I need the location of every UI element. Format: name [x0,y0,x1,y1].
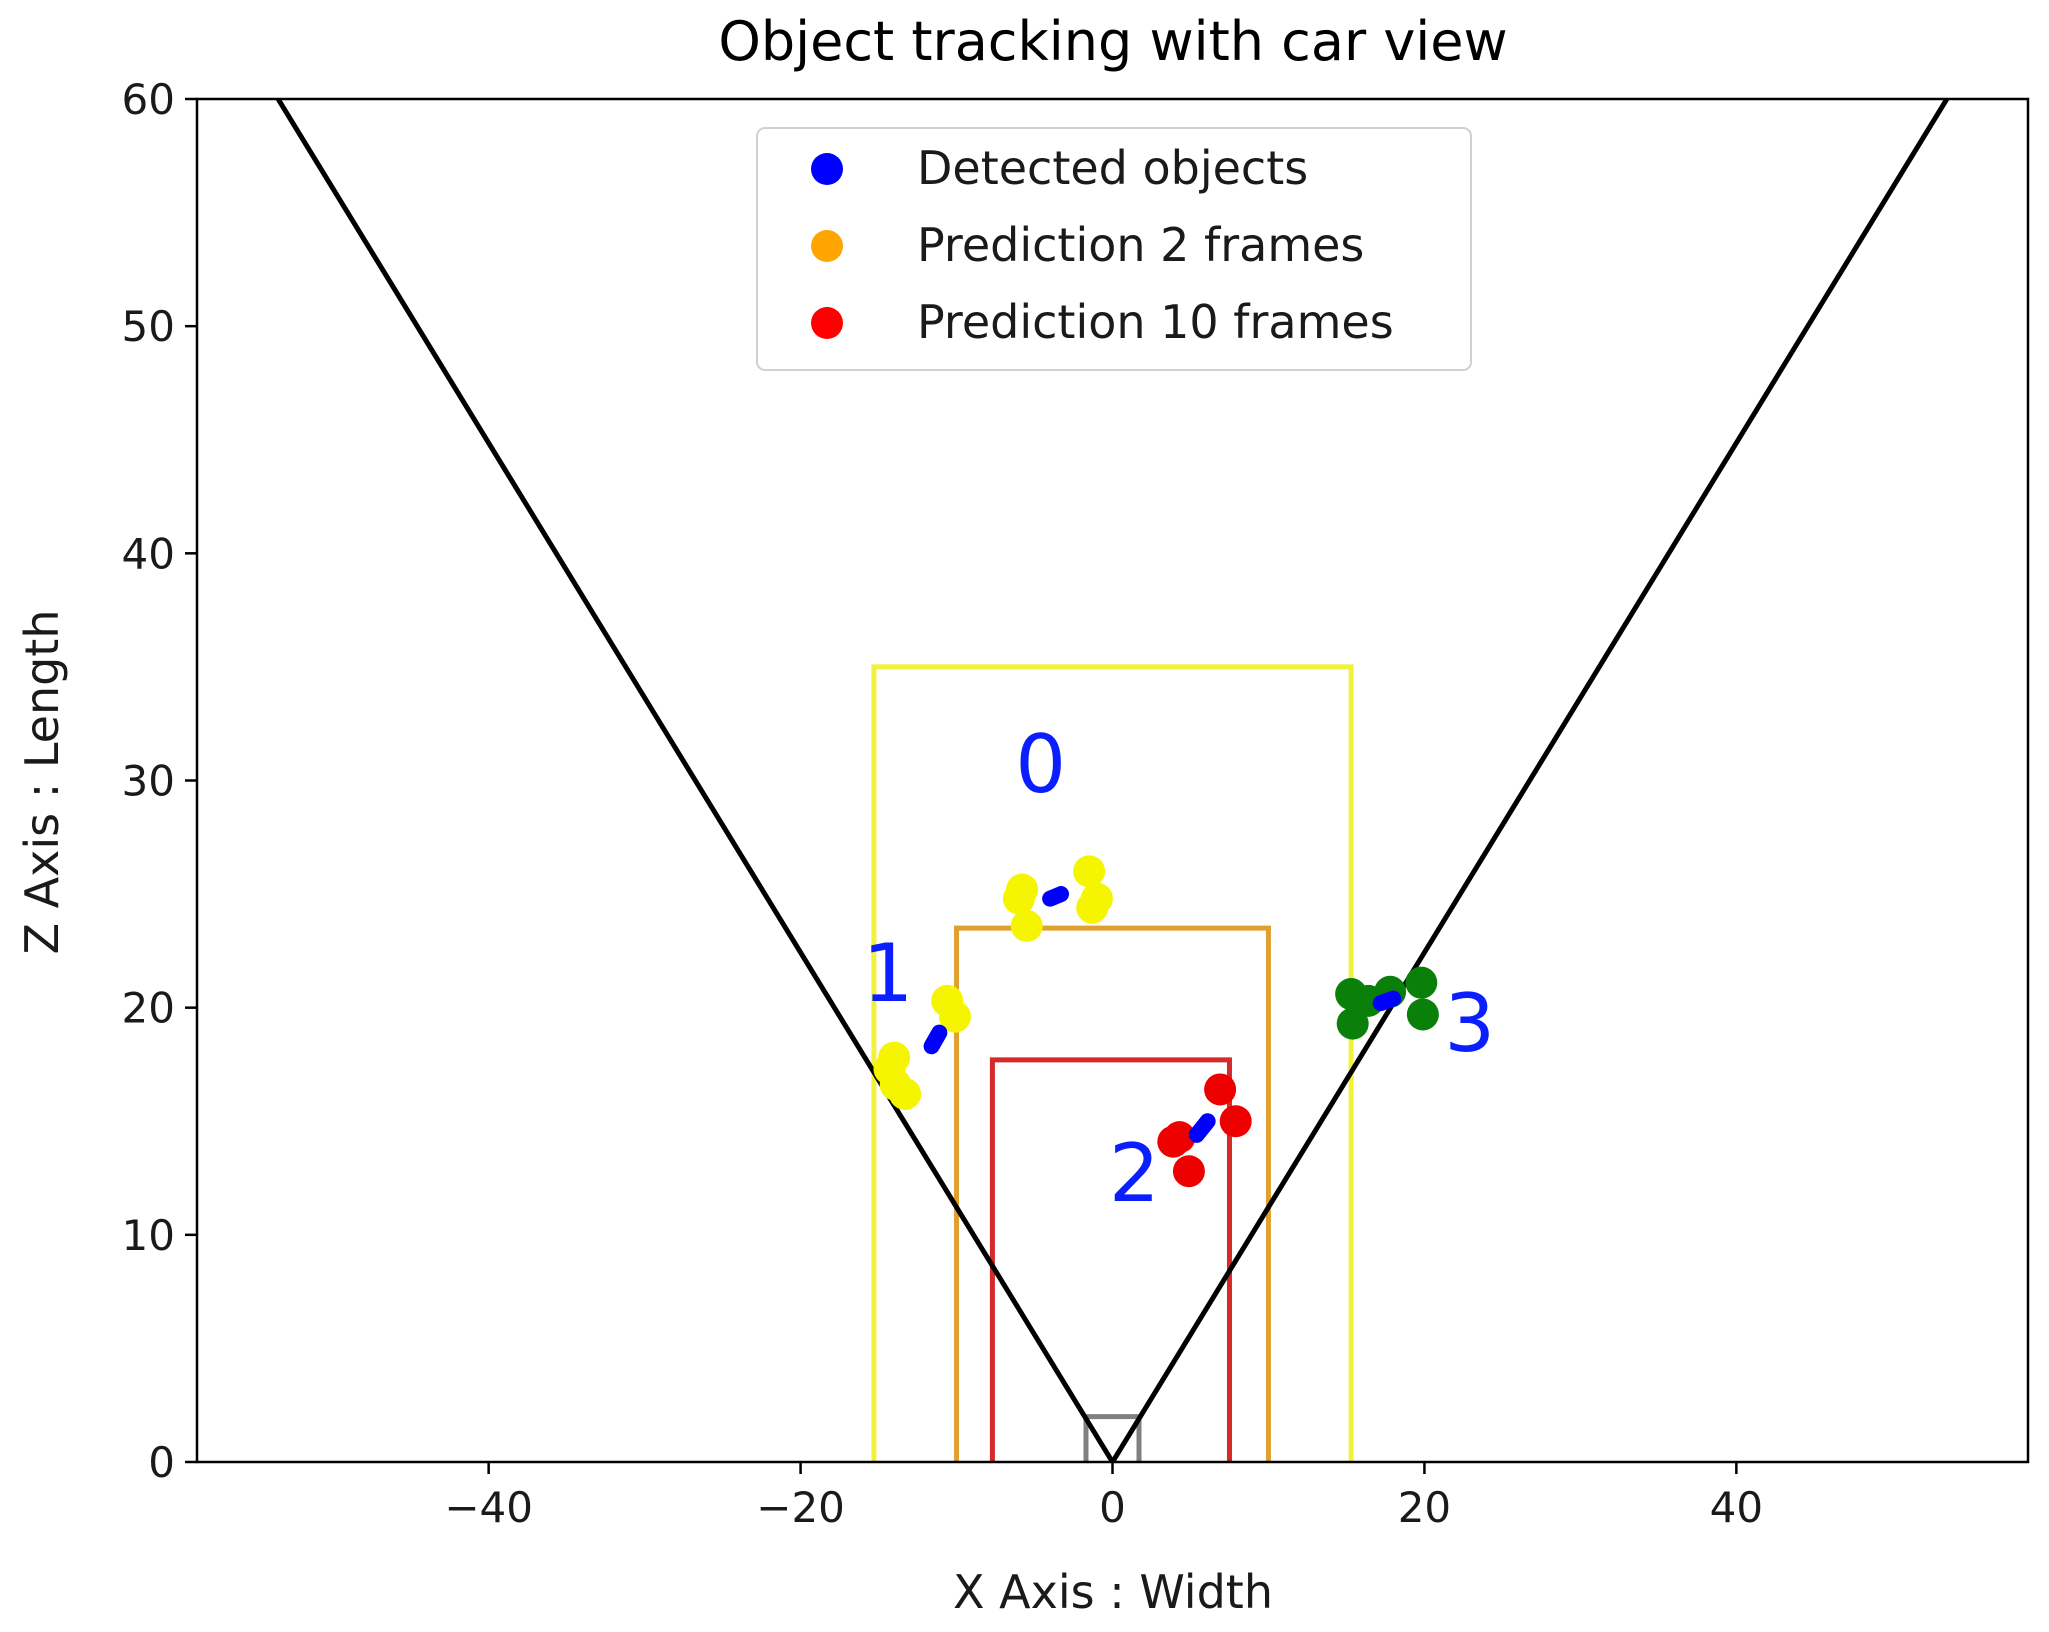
object-2-point-4 [1163,1121,1196,1154]
object-1-point-5 [878,1041,911,1074]
x-tick-label-1: −20 [756,1483,845,1532]
legend-marker-1 [811,230,843,262]
zone-0 [871,664,1354,1462]
y-tick-label-6: 60 [122,75,175,124]
points-layer [873,855,1439,1188]
y-tick-label-2: 20 [122,984,175,1033]
y-tick-label-1: 10 [122,1211,175,1260]
zone-2 [989,1057,1232,1462]
legend-label-2: Prediction 10 frames [917,295,1394,349]
object-2 [1157,1073,1252,1188]
y-axis-label: Z Axis : Length [15,610,69,955]
object-2-detected [1188,1113,1216,1143]
object-label-0: 0 [1015,718,1066,811]
y-tick-label-5: 50 [122,302,175,351]
x-axis-label: X Axis : Width [953,1565,1273,1619]
object-1-detected [923,1024,948,1055]
object-1-point-4 [938,1000,971,1033]
x-ticks: −40 −20 0 20 40 [444,1462,1763,1532]
object-0-point-5 [1076,891,1109,924]
object-label-3: 3 [1444,977,1495,1070]
y-tick-label-4: 40 [122,529,175,578]
y-tick-label-3: 30 [122,757,175,806]
legend-label-1: Prediction 2 frames [917,218,1364,272]
object-0-point-2 [1073,855,1106,888]
object-label-2: 2 [1109,1127,1160,1220]
object-0 [1002,855,1113,942]
x-tick-label-2: 0 [1099,1483,1126,1532]
object-0-point-1 [1010,909,1043,942]
object-2-point-1 [1172,1155,1205,1188]
object-3 [1335,966,1439,1040]
object-2-point-2 [1204,1073,1237,1106]
object-3-point-3 [1405,966,1438,999]
object-1-point-2 [889,1077,922,1110]
object-0-point-4 [1006,873,1039,906]
chart-title: Object tracking with car view [718,10,1507,73]
view-cone-layer [275,99,1950,1462]
legend-label-0: Detected objects [917,141,1308,195]
view-cone-line [275,99,1950,1462]
object-label-1: 1 [862,927,913,1020]
zone-1 [954,925,1271,1462]
y-tick-label-0: 0 [148,1438,175,1487]
legend-marker-0 [811,153,843,185]
object-3-point-4 [1406,998,1439,1031]
legend-marker-2 [811,307,843,339]
zone-3 [1083,1414,1142,1462]
zones-layer [871,664,1354,1462]
object-3-detected [1372,990,1402,1012]
x-tick-label-4: 40 [1710,1483,1763,1532]
x-tick-label-3: 20 [1398,1483,1451,1532]
legend-box [756,127,1472,371]
x-tick-label-0: −40 [444,1483,533,1532]
object-3-point-1 [1336,1007,1369,1040]
object-labels-layer: 0 1 2 3 [862,718,1495,1220]
y-ticks: 0 10 20 30 40 50 60 [122,75,197,1487]
object-2-point-3 [1219,1105,1252,1138]
object-0-detected [1042,886,1070,907]
object-1 [873,984,971,1110]
